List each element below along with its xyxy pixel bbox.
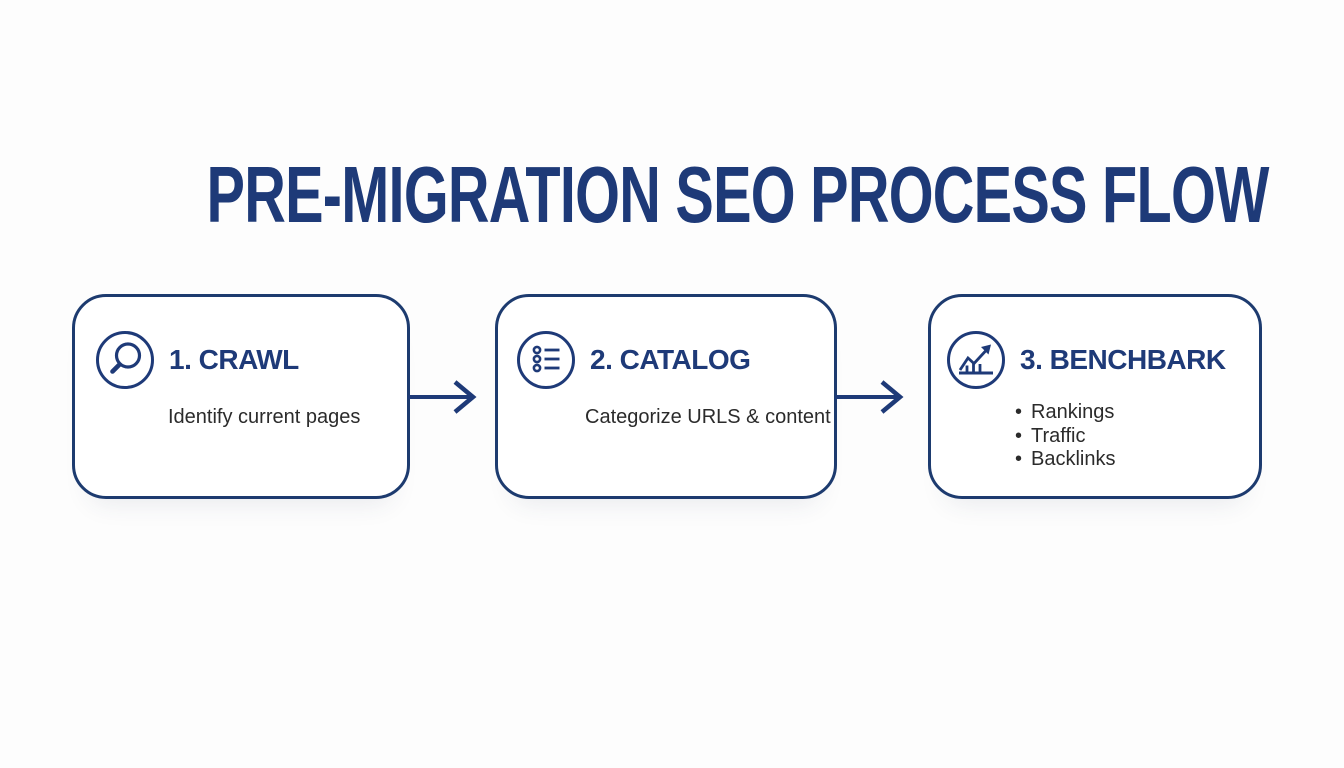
chart-up-icon [946, 330, 1006, 390]
step-description: Identify current pages [168, 406, 361, 428]
step-card-catalog: 2. CATALOG Categorize URLS & content [495, 294, 837, 499]
bullet-item: Rankings [1015, 401, 1116, 425]
step-card-catalog-header: 2. CATALOG [516, 330, 751, 390]
step-card-crawl-header: 1. CRAWL [95, 330, 299, 390]
bullet-item: Backlinks [1015, 448, 1115, 472]
page-title: PRE-MIGRATION SEO PROCESS FLOW [0, 155, 1344, 235]
flow-arrow-2 [835, 380, 904, 414]
step-title: 2. CATALOG [590, 344, 751, 375]
step-title: 3. BENCHBARK [1020, 344, 1226, 375]
magnifier-icon [95, 330, 155, 390]
step-card-benchmark: 3. BENCHBARK Rankings Traffic Backlinks [928, 294, 1262, 499]
step-card-crawl: 1. CRAWL Identify current pages [72, 294, 410, 499]
page-title-text: PRE-MIGRATION SEO PROCESS FLOW [206, 150, 1270, 239]
list-icon [516, 330, 576, 390]
step-title: 1. CRAWL [169, 344, 299, 375]
step-description: Categorize URLS & content [585, 406, 831, 428]
bullet-list: Rankings Traffic Backlinks [1015, 401, 1116, 472]
bullet-item: Traffic [1015, 425, 1116, 449]
flow-arrow-1 [408, 380, 477, 414]
step-card-benchmark-header: 3. BENCHBARK [946, 330, 1226, 390]
